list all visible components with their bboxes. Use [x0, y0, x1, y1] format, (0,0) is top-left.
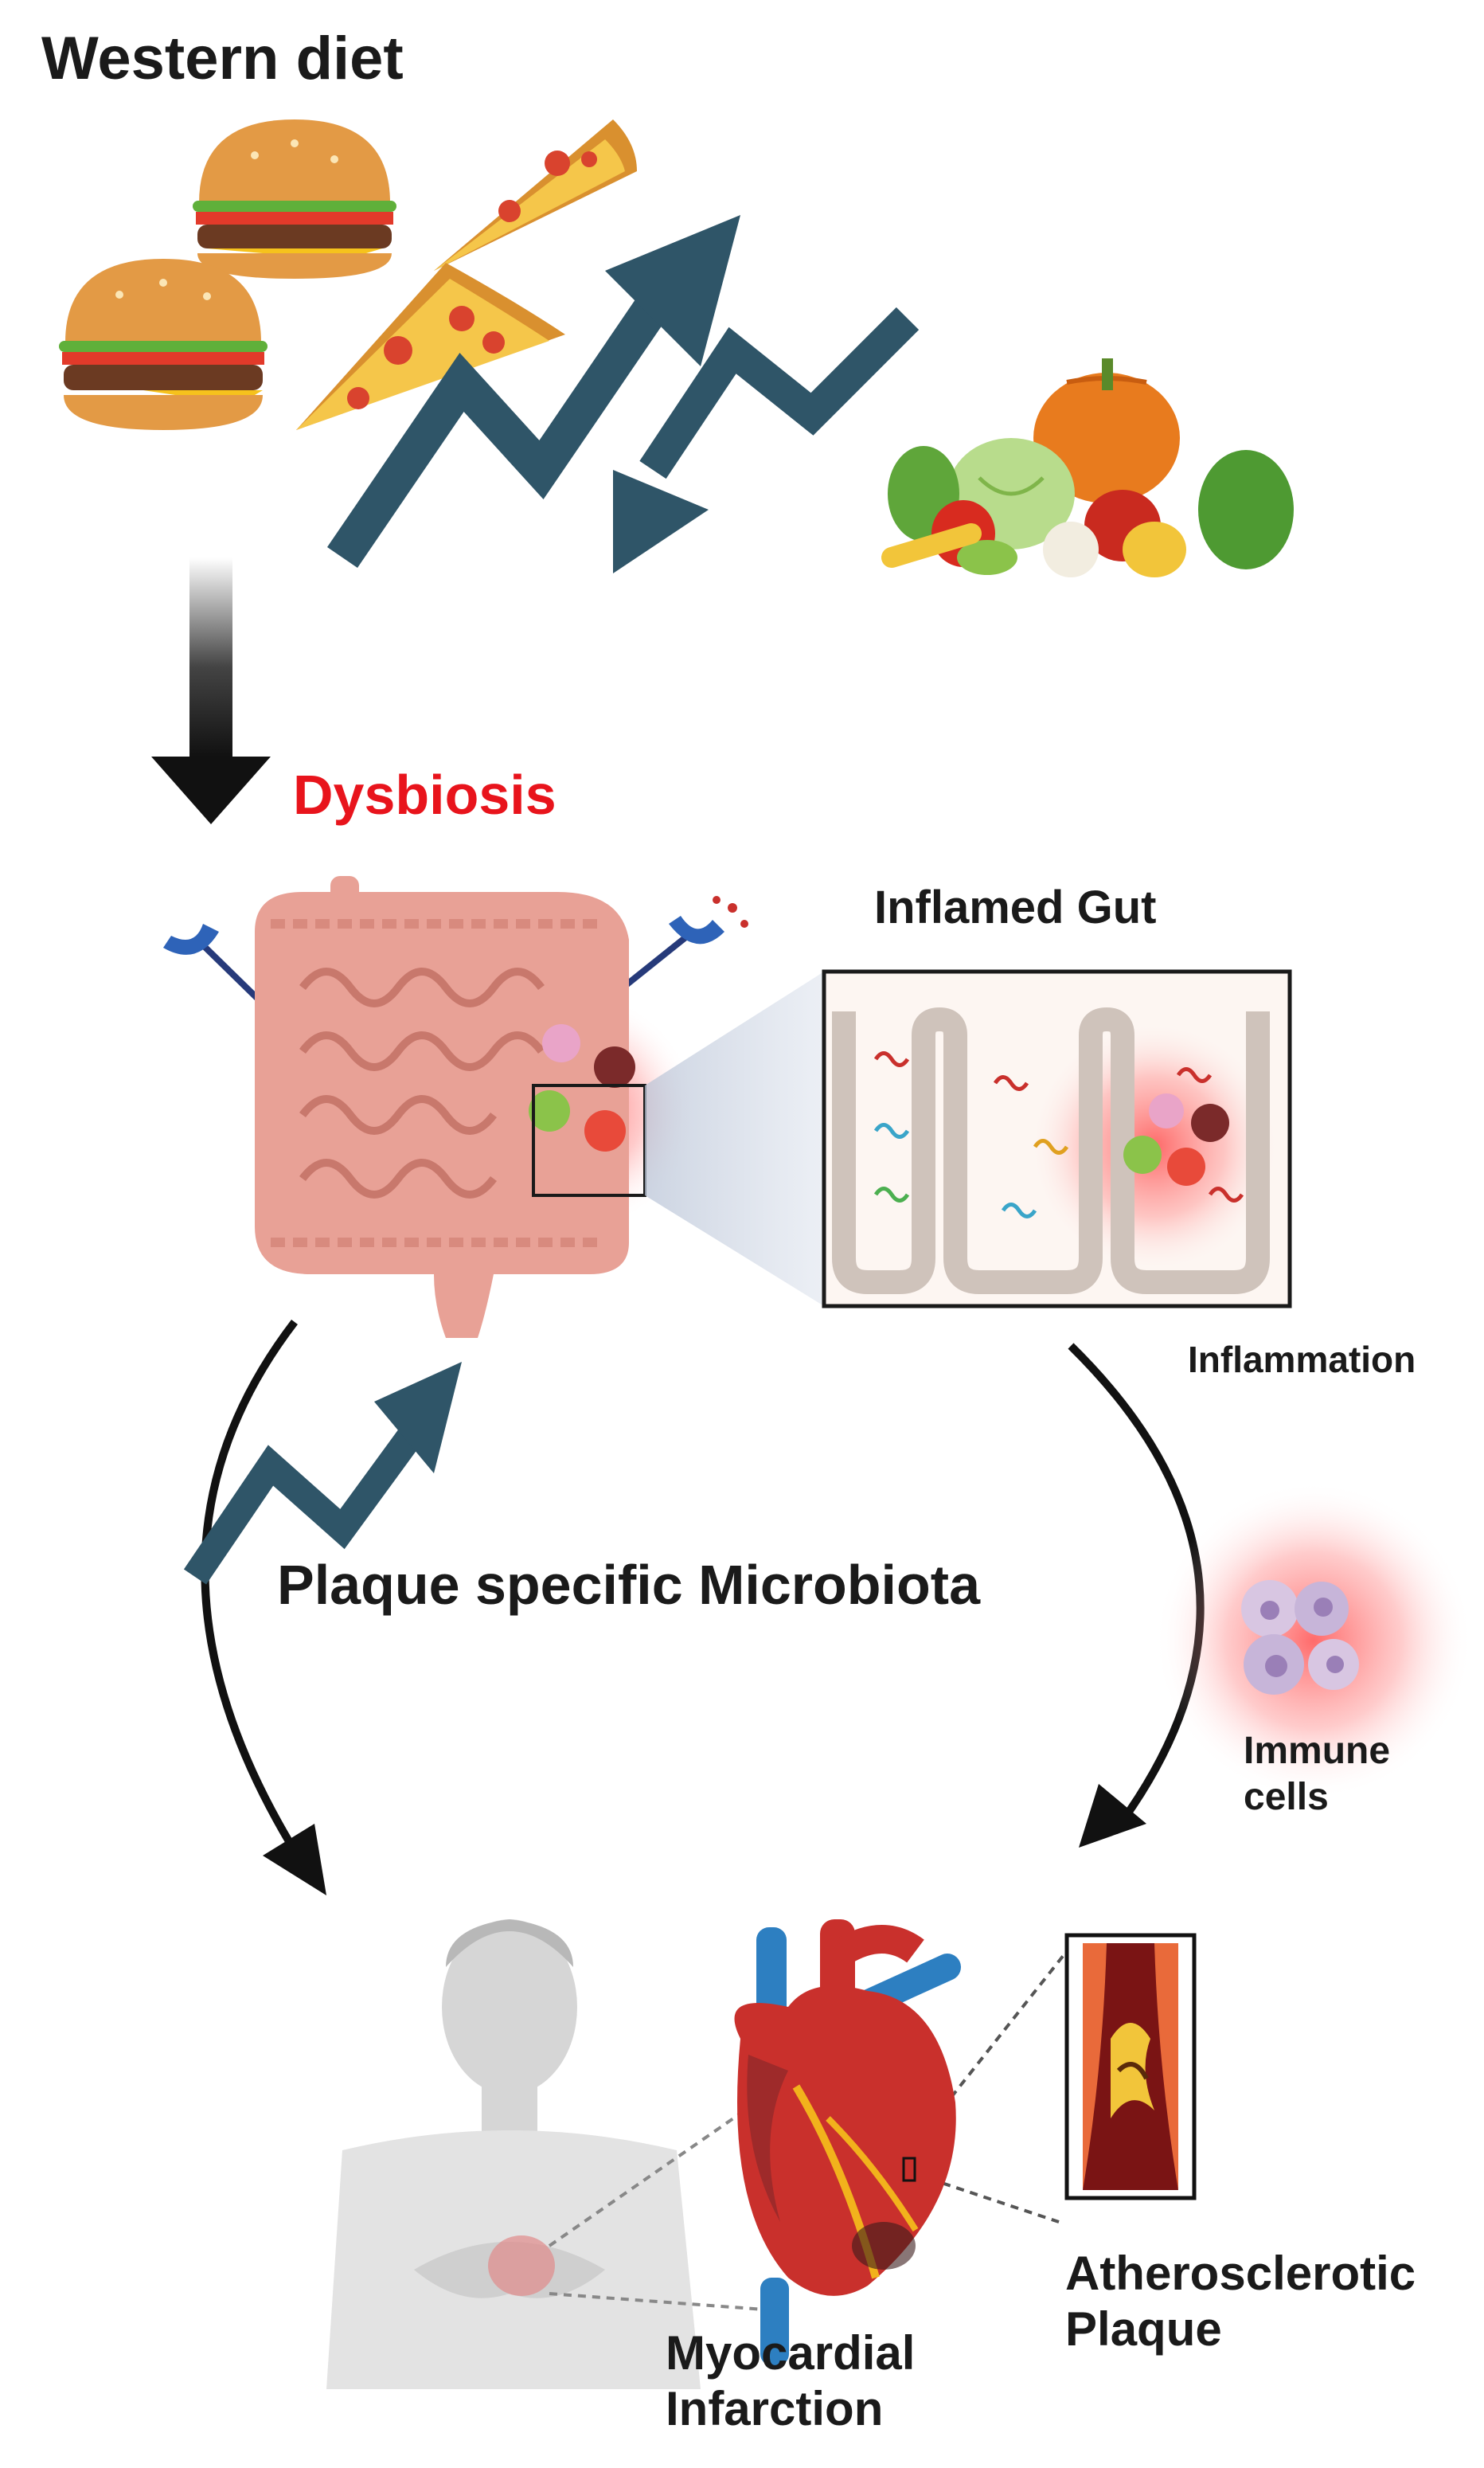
connector-line — [549, 2292, 765, 2311]
pizza-slice-icon — [296, 263, 565, 430]
dysbiosis-label: Dysbiosis — [293, 764, 556, 826]
immune-cell-icon — [584, 1110, 626, 1152]
atherosclerotic-plaque-label: Atherosclerotic Plaque — [1065, 2247, 1416, 2356]
inflamed-gut-label: Inflamed Gut — [874, 882, 1157, 933]
human-figure-icon — [326, 1919, 701, 2389]
connector-line — [914, 1950, 1068, 2144]
burger-icon — [59, 259, 268, 430]
zigzag-down-arrow — [613, 307, 920, 573]
vegetables-icon — [881, 358, 1294, 577]
immune-cells-label: Immune cells — [1244, 1730, 1391, 1818]
zigzag-up-arrow — [326, 215, 740, 568]
title-western-diet: Western diet — [41, 25, 404, 92]
immune-cell-icon — [594, 1046, 635, 1088]
intestine-icon — [255, 876, 629, 1338]
receptor-icon — [611, 896, 748, 999]
pizza-slice-icon — [434, 119, 637, 271]
burger-icon — [193, 119, 396, 279]
inflamed-gut-inset — [822, 969, 1292, 1308]
immune-cell-icon — [1241, 1580, 1359, 1695]
flow-arrow-left-head — [263, 1824, 326, 1895]
receptor-icon — [163, 924, 273, 1014]
zoom-wedge — [645, 972, 824, 1306]
flow-arrow-down — [151, 557, 271, 824]
flow-arrow-right-head — [1079, 1784, 1146, 1848]
inflammation-label: Inflammation — [1188, 1339, 1416, 1380]
connector-line — [915, 2173, 1060, 2224]
immune-cell-icon — [529, 1090, 570, 1132]
zigzag-up-arrow-small — [183, 1362, 462, 1585]
artery-plaque-icon — [1064, 1933, 1197, 2200]
inflammation-glow — [1154, 1481, 1473, 1800]
immune-cell-icon — [542, 1024, 580, 1062]
myocardial-infarction-label: Myocardial Infarction — [666, 2326, 916, 2435]
plaque-microbiota-label: Plaque specific Microbiota — [277, 1554, 980, 1616]
heart-icon — [734, 1919, 961, 2365]
